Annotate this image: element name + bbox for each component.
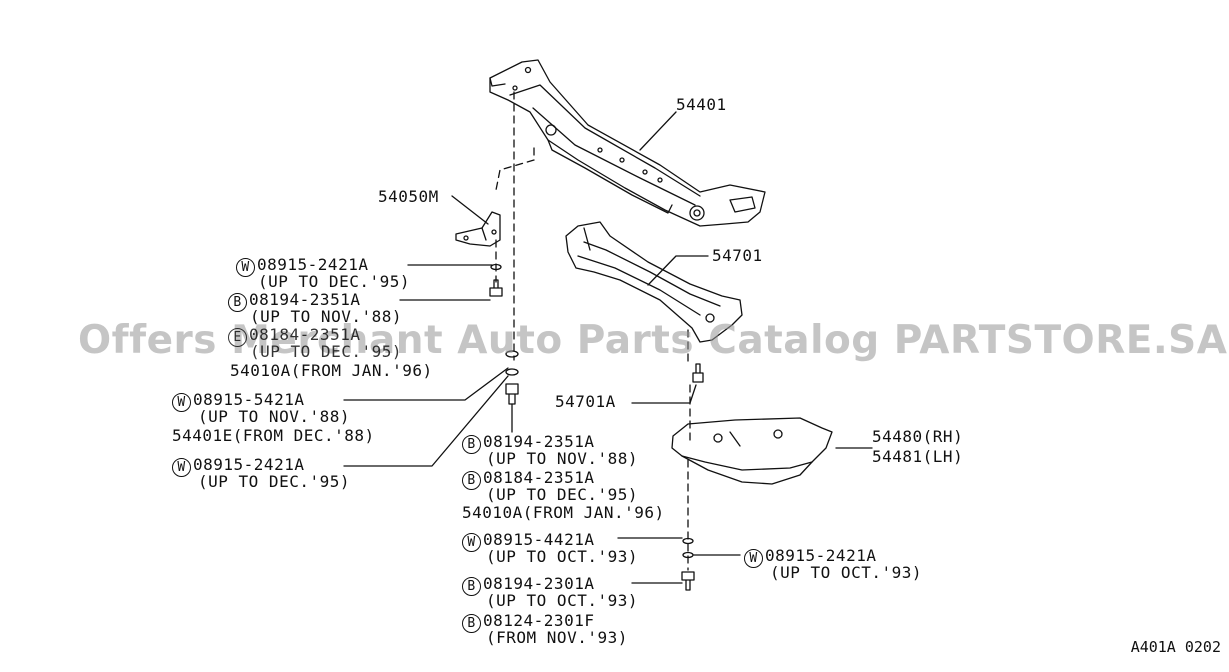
washer-symbol: W (236, 258, 255, 277)
label-54050M: 54050M (378, 187, 439, 206)
callout-note: (UP TO DEC.'95) (250, 342, 402, 361)
part-number: 08194-2351A (249, 290, 361, 309)
diagram-code: A401A 0202 (1130, 638, 1221, 656)
bolt-symbol: B (462, 471, 481, 490)
callout-note: (UP TO DEC.'95) (198, 472, 350, 491)
part-number: 08915-5421A (193, 390, 305, 409)
bolt-symbol: B (462, 614, 481, 633)
washer-symbol: W (462, 533, 481, 552)
callout-note: (UP TO DEC.'95) (258, 272, 410, 291)
part-number: 08124-2301F (483, 611, 595, 630)
label-54701A: 54701A (555, 392, 616, 411)
label-54481: 54481(LH) (872, 447, 964, 466)
bolt-symbol: B (462, 435, 481, 454)
label-54010A-left: 54010A(FROM JAN.'96) (230, 361, 433, 380)
washer-symbol: W (172, 458, 191, 477)
callout-note: (UP TO NOV.'88) (250, 307, 402, 326)
watermark-text: Offers Merchant Auto Parts Catalog PARTS… (78, 318, 1228, 363)
label-54701: 54701 (712, 246, 763, 265)
part-number: 08194-2351A (483, 432, 595, 451)
assembly-dashed-lines (495, 91, 691, 571)
label-54401E: 54401E(FROM DEC.'88) (172, 426, 375, 445)
bracket-54480-drawing (671, 417, 833, 485)
part-number: 08915-2421A (257, 255, 369, 274)
callout-note: (UP TO DEC.'95) (486, 485, 638, 504)
label-54480: 54480(RH) (872, 427, 964, 446)
part-number: 08194-2301A (483, 574, 595, 593)
callout-note: (FROM NOV.'93) (486, 628, 628, 647)
washer-symbol: W (172, 393, 191, 412)
leader-lines (343, 111, 873, 584)
callout-note: (UP TO OCT.'93) (486, 591, 638, 610)
bracket-54050M-drawing (455, 211, 501, 247)
part-number: 08184-2351A (249, 325, 361, 344)
part-number: 08915-4421A (483, 530, 595, 549)
washer-symbol: W (744, 549, 763, 568)
part-number: 08184-2351A (483, 468, 595, 487)
symbol-e: E (228, 328, 247, 347)
part-number: 08915-2421A (765, 546, 877, 565)
crossmember-54401-drawing (489, 59, 766, 227)
callout-note: (UP TO OCT.'93) (770, 563, 922, 582)
member-54701-drawing (565, 221, 743, 343)
bolt-symbol: B (228, 293, 247, 312)
label-54010A-mid: 54010A(FROM JAN.'96) (462, 503, 665, 522)
bolt-symbol: B (462, 577, 481, 596)
callout-note: (UP TO OCT.'93) (486, 547, 638, 566)
callout-note: (UP TO NOV.'88) (198, 407, 350, 426)
label-54401: 54401 (676, 95, 727, 114)
callout-note: (UP TO NOV.'88) (486, 449, 638, 468)
part-number: 08915-2421A (193, 455, 305, 474)
